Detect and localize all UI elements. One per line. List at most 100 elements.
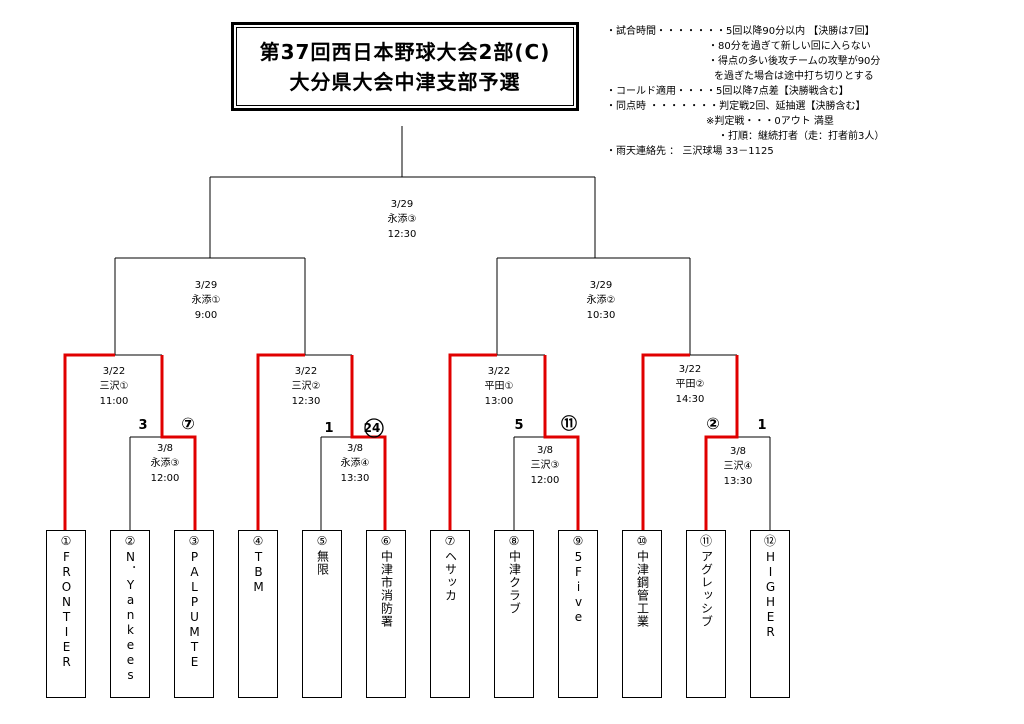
title-box: 第37回西日本野球大会2部(C) 大分県大会中津支部予選 bbox=[231, 22, 579, 111]
team-number: ④ bbox=[252, 534, 264, 548]
team-box: ⑦ ヘサッカ bbox=[430, 530, 470, 698]
team-number: ③ bbox=[188, 534, 200, 548]
match-venue: 平田① bbox=[484, 381, 514, 392]
match-r1-4: 3/8 三沢④ 13:30 bbox=[693, 444, 783, 489]
team-number: ② bbox=[124, 534, 136, 548]
score-label: 5 bbox=[514, 418, 524, 433]
match-venue: 三沢② bbox=[291, 381, 321, 392]
match-time: 10:30 bbox=[586, 310, 616, 321]
team-box: ④ TBM bbox=[238, 530, 278, 698]
score-label: 1 bbox=[757, 418, 767, 433]
team-box: ⑪ アグレッシブ bbox=[686, 530, 726, 698]
team-name: アグレッシブ bbox=[699, 550, 714, 628]
match-date: 3/22 bbox=[487, 366, 511, 377]
match-time: 12:30 bbox=[387, 229, 417, 240]
title-line-1: 第37回西日本野球大会2部(C) bbox=[259, 39, 551, 64]
match-time: 9:00 bbox=[194, 310, 218, 321]
match-date: 3/8 bbox=[346, 443, 364, 454]
team-name: ヘサッカ bbox=[443, 550, 458, 602]
team-name: TBM bbox=[251, 550, 266, 595]
match-date: 3/8 bbox=[729, 446, 747, 457]
team-name: N．Yankees bbox=[123, 550, 138, 683]
team-box: ⑧ 中津クラブ bbox=[494, 530, 534, 698]
match-time: 14:30 bbox=[675, 394, 705, 405]
team-number: ① bbox=[60, 534, 72, 548]
match-time: 13:00 bbox=[484, 396, 514, 407]
score-label: 1 bbox=[324, 421, 334, 436]
match-date: 3/29 bbox=[390, 199, 414, 210]
team-box: ⑩ 中津鋼管工業 bbox=[622, 530, 662, 698]
match-time: 13:30 bbox=[723, 476, 753, 487]
match-venue: 永添③ bbox=[150, 458, 180, 469]
team-name: 中津鋼管工業 bbox=[635, 550, 650, 628]
match-final: 3/29 永添③ 12:30 bbox=[357, 197, 447, 242]
match-date: 3/22 bbox=[678, 364, 702, 375]
team-number: ⑨ bbox=[572, 534, 584, 548]
score-label: ⑪ bbox=[560, 414, 578, 433]
match-time: 11:00 bbox=[99, 396, 129, 407]
match-venue: 三沢① bbox=[99, 381, 129, 392]
match-date: 3/22 bbox=[102, 366, 126, 377]
match-semi-left: 3/29 永添① 9:00 bbox=[161, 278, 251, 323]
match-r1-2: 3/8 永添④ 13:30 bbox=[310, 441, 400, 486]
match-venue: 三沢④ bbox=[723, 461, 753, 472]
team-box: ⑫ HIGHER bbox=[750, 530, 790, 698]
match-date: 3/29 bbox=[194, 280, 218, 291]
note-line: ※判定戦・・・0アウト 満塁 bbox=[706, 116, 834, 127]
match-time: 12:00 bbox=[530, 475, 560, 486]
match-r1-1: 3/8 永添③ 12:00 bbox=[120, 441, 210, 486]
match-venue: 三沢③ bbox=[530, 460, 560, 471]
match-semi-right: 3/29 永添② 10:30 bbox=[556, 278, 646, 323]
note-line: ・コールド適用・・・・5回以降7点差【決勝戦含む】 bbox=[606, 86, 849, 97]
score-label: 24 bbox=[363, 421, 381, 435]
match-venue: 永添② bbox=[586, 295, 616, 306]
team-name: FRONTIER bbox=[59, 550, 74, 670]
match-date: 3/8 bbox=[536, 445, 554, 456]
team-name: 無限 bbox=[315, 550, 330, 576]
match-time: 13:30 bbox=[340, 473, 370, 484]
team-number: ⑧ bbox=[508, 534, 520, 548]
team-box: ② N．Yankees bbox=[110, 530, 150, 698]
match-qf-3: 3/22 平田① 13:00 bbox=[454, 364, 544, 409]
note-line: を過ぎた場合は途中打ち切りとする bbox=[714, 71, 874, 82]
score-label: ⑦ bbox=[181, 414, 195, 433]
team-number: ⑫ bbox=[763, 534, 776, 548]
match-date: 3/8 bbox=[156, 443, 174, 454]
team-name: 中津市消防署 bbox=[379, 550, 394, 628]
match-venue: 永添④ bbox=[340, 458, 370, 469]
team-number: ⑩ bbox=[636, 534, 648, 548]
match-venue: 永添③ bbox=[387, 214, 417, 225]
match-qf-1: 3/22 三沢① 11:00 bbox=[69, 364, 159, 409]
team-name: HIGHER bbox=[763, 550, 778, 640]
match-date: 3/29 bbox=[589, 280, 613, 291]
title-line-2: 大分県大会中津支部予選 bbox=[289, 69, 521, 94]
match-venue: 平田② bbox=[675, 379, 705, 390]
match-r1-3: 3/8 三沢③ 12:00 bbox=[500, 443, 590, 488]
match-qf-2: 3/22 三沢② 12:30 bbox=[261, 364, 351, 409]
team-box: ⑤ 無限 bbox=[302, 530, 342, 698]
match-time: 12:30 bbox=[291, 396, 321, 407]
score-label: ② bbox=[706, 414, 720, 433]
team-number: ⑪ bbox=[699, 534, 712, 548]
match-date: 3/22 bbox=[294, 366, 318, 377]
team-box: ⑨ 5Five bbox=[558, 530, 598, 698]
match-qf-4: 3/22 平田② 14:30 bbox=[645, 362, 735, 407]
note-line: ・得点の多い後攻チームの攻撃が90分 bbox=[708, 56, 881, 67]
note-line: ・試合時間・・・・・・・5回以降90分以内 【決勝は7回】 bbox=[606, 26, 875, 37]
team-box: ① FRONTIER bbox=[46, 530, 86, 698]
team-box: ③ PALPUMTE bbox=[174, 530, 214, 698]
team-name: 中津クラブ bbox=[507, 550, 522, 615]
note-line: ・打順：継続打者（走：打者前3人） bbox=[718, 131, 885, 142]
team-number: ⑥ bbox=[380, 534, 392, 548]
team-box: ⑥ 中津市消防署 bbox=[366, 530, 406, 698]
team-number: ⑤ bbox=[316, 534, 328, 548]
team-name: PALPUMTE bbox=[187, 550, 202, 670]
note-line: ・雨天連絡先 ： 三沢球場 33－1125 bbox=[606, 146, 774, 157]
note-line: ・同点時 ・・・・・・・判定戦2回、延抽選【決勝含む】 bbox=[606, 101, 866, 112]
score-label: 3 bbox=[138, 418, 148, 433]
match-venue: 永添① bbox=[191, 295, 221, 306]
team-name: 5Five bbox=[571, 550, 586, 625]
match-time: 12:00 bbox=[150, 473, 180, 484]
team-number: ⑦ bbox=[444, 534, 456, 548]
